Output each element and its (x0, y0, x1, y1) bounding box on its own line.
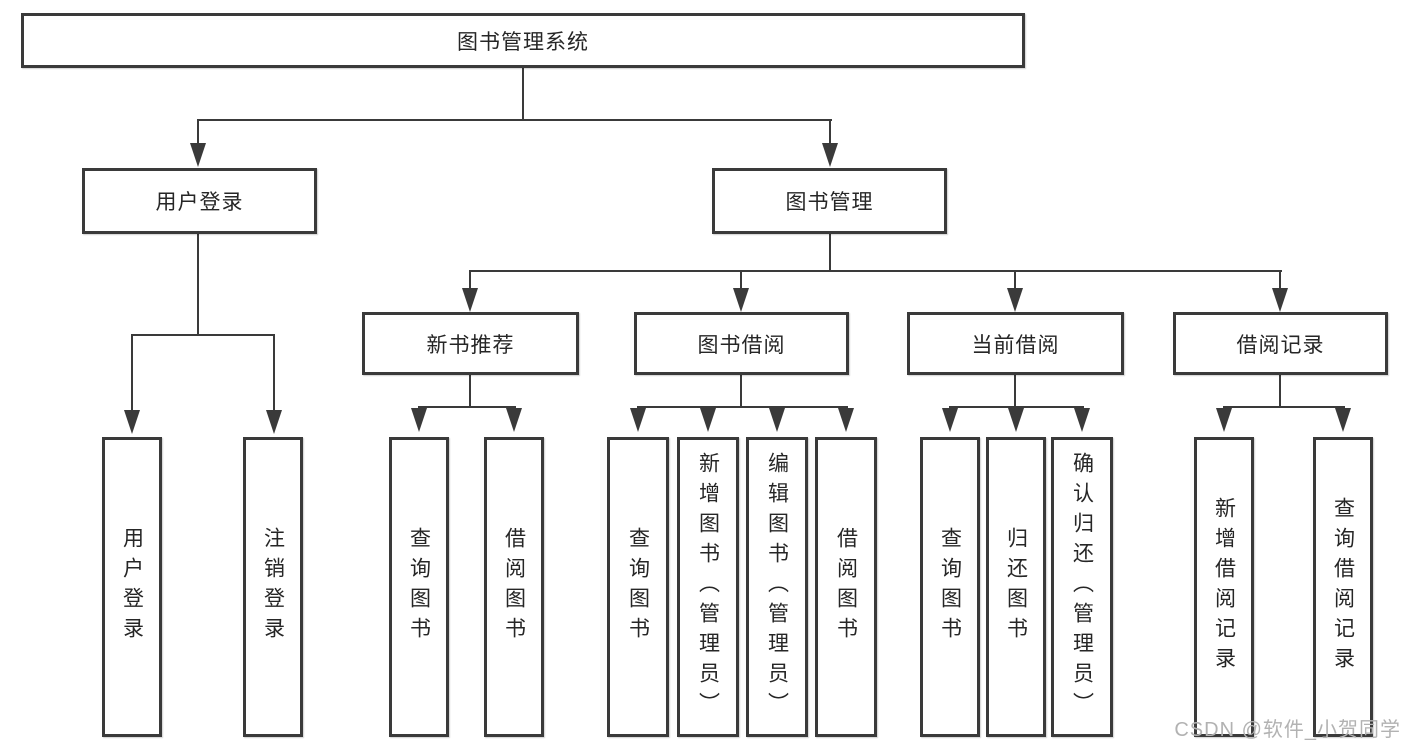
leaf-user-login-label: 用户登录 (120, 527, 144, 647)
leaf-query-books-current-label: 查询图书 (938, 527, 962, 647)
leaf-borrow-books-label: 借阅图书 (834, 527, 858, 647)
leaf-query-books-borrowing-label: 查询图书 (626, 527, 650, 647)
arrow-down-icon (462, 288, 478, 312)
arrow-down-icon (1216, 408, 1232, 432)
connector-drop-level3 (1014, 270, 1016, 290)
node-user-login-label: 用户登录 (155, 191, 244, 214)
leaf-borrow-books-recommend-label: 借阅图书 (502, 527, 526, 647)
leaf-query-books-borrowing: 查询图书 (607, 437, 669, 737)
node-book-management-label: 图书管理 (785, 191, 874, 214)
arrow-down-icon (1335, 408, 1351, 432)
node-user-login: 用户登录 (82, 168, 317, 234)
node-book-borrowing: 图书借阅 (634, 312, 849, 375)
leaf-user-login: 用户登录 (102, 437, 162, 737)
leaf-edit-books-admin-label: 编辑图书（管理员） (765, 452, 789, 722)
node-borrowing-records-label: 借阅记录 (1236, 333, 1325, 357)
leaf-query-borrow-record-label: 查询借阅记录 (1331, 497, 1355, 677)
connector-current-bar (949, 406, 1084, 408)
arrow-down-icon (942, 408, 958, 432)
node-root-label: 图书管理系统 (457, 30, 589, 54)
connector-bookmgmt-bar (469, 270, 1282, 272)
connector-borrow-bar (637, 406, 848, 408)
connector-newbook-stem (469, 375, 471, 408)
leaf-add-books-admin-label: 新增图书（管理员） (696, 452, 720, 722)
connector-bookmgmt-stem (829, 234, 831, 272)
arrow-down-icon (1008, 408, 1024, 432)
arrow-down-icon (190, 143, 206, 167)
csdn-watermark: CSDN @软件_小贺同学 (1174, 719, 1401, 741)
leaf-return-books: 归还图书 (986, 437, 1046, 737)
connector-userlogin-stem (197, 234, 199, 336)
connector-drop-book-management (829, 119, 831, 147)
arrow-down-icon (506, 408, 522, 432)
node-new-book-recommend-label: 新书推荐 (426, 333, 515, 357)
node-book-borrowing-label: 图书借阅 (697, 333, 786, 357)
leaf-borrow-books: 借阅图书 (815, 437, 877, 737)
connector-root-stem (522, 68, 524, 121)
node-current-borrowing-label: 当前借阅 (971, 333, 1060, 357)
connector-current-stem (1014, 375, 1016, 408)
connector-records-bar (1223, 406, 1345, 408)
arrow-down-icon (700, 408, 716, 432)
connector-drop-user-login (197, 119, 199, 147)
arrow-down-icon (630, 408, 646, 432)
connector-borrow-stem (740, 375, 742, 408)
leaf-query-books-recommend: 查询图书 (389, 437, 449, 737)
node-root: 图书管理系统 (21, 13, 1025, 68)
leaf-borrow-books-recommend: 借阅图书 (484, 437, 544, 737)
connector-drop-leaf (131, 334, 133, 412)
leaf-edit-books-admin: 编辑图书（管理员） (746, 437, 808, 737)
connector-drop-level3 (1279, 270, 1281, 290)
arrow-down-icon (769, 408, 785, 432)
leaf-query-borrow-record: 查询借阅记录 (1313, 437, 1373, 737)
arrow-down-icon (1074, 408, 1090, 432)
leaf-confirm-return-admin: 确认归还（管理员） (1051, 437, 1113, 737)
leaf-confirm-return-admin-label: 确认归还（管理员） (1070, 452, 1094, 722)
arrow-down-icon (838, 408, 854, 432)
node-borrowing-records: 借阅记录 (1173, 312, 1388, 375)
leaf-query-books-recommend-label: 查询图书 (407, 527, 431, 647)
connector-drop-leaf (273, 334, 275, 412)
node-new-book-recommend: 新书推荐 (362, 312, 579, 375)
leaf-logout: 注销登录 (243, 437, 303, 737)
leaf-query-books-current: 查询图书 (920, 437, 980, 737)
leaf-logout-label: 注销登录 (261, 527, 285, 647)
arrow-down-icon (1007, 288, 1023, 312)
arrow-down-icon (266, 410, 282, 434)
node-book-management: 图书管理 (712, 168, 947, 234)
arrow-down-icon (822, 143, 838, 167)
leaf-add-borrow-record: 新增借阅记录 (1194, 437, 1254, 737)
arrow-down-icon (124, 410, 140, 434)
connector-userlogin-bar (131, 334, 275, 336)
leaf-add-books-admin: 新增图书（管理员） (677, 437, 739, 737)
leaf-add-borrow-record-label: 新增借阅记录 (1212, 497, 1236, 677)
arrow-down-icon (411, 408, 427, 432)
arrow-down-icon (1272, 288, 1288, 312)
leaf-return-books-label: 归还图书 (1004, 527, 1028, 647)
arrow-down-icon (733, 288, 749, 312)
connector-drop-level3 (740, 270, 742, 290)
connector-newbook-bar (418, 406, 516, 408)
connector-records-stem (1279, 375, 1281, 408)
node-current-borrowing: 当前借阅 (907, 312, 1124, 375)
connector-drop-level3 (469, 270, 471, 290)
connector-root-bar (197, 119, 832, 121)
